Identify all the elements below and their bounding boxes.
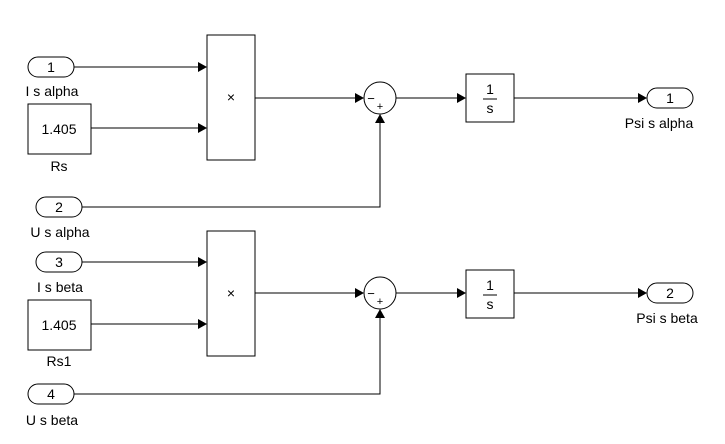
arrowhead bbox=[198, 62, 207, 72]
sum-2-minus: − bbox=[367, 286, 375, 301]
product-2-block[interactable]: × bbox=[206, 230, 256, 357]
integrator-2-denominator: s bbox=[487, 296, 494, 312]
outport-1-label: Psi s alpha bbox=[625, 115, 694, 131]
outport-1-block[interactable]: 1 bbox=[646, 87, 694, 109]
outport-2-label: Psi s beta bbox=[636, 310, 698, 326]
integrator-1-block[interactable]: 1 s bbox=[465, 73, 515, 123]
product-2-symbol: × bbox=[227, 285, 235, 301]
constant-rs1-block[interactable]: 1.405 bbox=[27, 299, 92, 351]
arrowhead bbox=[375, 309, 385, 318]
product-1-block[interactable]: × bbox=[206, 34, 256, 161]
arrowhead bbox=[198, 319, 207, 329]
sum-1-plus: + bbox=[377, 101, 383, 113]
sum-2-block[interactable]: − + bbox=[363, 276, 397, 310]
inport-1-number: 1 bbox=[47, 59, 55, 75]
outport-2-block[interactable]: 2 bbox=[646, 282, 694, 304]
arrowhead bbox=[457, 93, 466, 103]
inport-1-label: I s alpha bbox=[26, 83, 79, 99]
inport-4-block[interactable]: 4 bbox=[27, 383, 75, 405]
constant-rs-label: Rs bbox=[50, 158, 67, 174]
constant-rs1-label: Rs1 bbox=[47, 353, 72, 369]
arrowhead bbox=[198, 123, 207, 133]
inport-4-number: 4 bbox=[47, 386, 55, 402]
integrator-2-numerator: 1 bbox=[486, 277, 494, 293]
sum-1-minus: − bbox=[367, 91, 375, 106]
constant-rs-block[interactable]: 1.405 bbox=[27, 103, 92, 155]
inport-2-block[interactable]: 2 bbox=[35, 196, 83, 218]
inport-2-label: U s alpha bbox=[30, 224, 89, 240]
product-1-symbol: × bbox=[227, 89, 235, 105]
arrowhead bbox=[355, 93, 364, 103]
inport-3-number: 3 bbox=[55, 254, 63, 270]
inport-3-label: I s beta bbox=[37, 279, 83, 295]
integrator-1-numerator: 1 bbox=[486, 81, 494, 97]
arrowhead bbox=[457, 288, 466, 298]
outport-2-number: 2 bbox=[666, 285, 674, 301]
arrowhead bbox=[375, 114, 385, 123]
inport-3-block[interactable]: 3 bbox=[35, 251, 83, 273]
arrowhead bbox=[638, 93, 647, 103]
inport-4-label: U s beta bbox=[26, 412, 78, 428]
integrator-1-denominator: s bbox=[487, 100, 494, 116]
sum-1-block[interactable]: − + bbox=[363, 81, 397, 115]
arrowhead bbox=[355, 288, 364, 298]
wire-inport4-to-sum2 bbox=[74, 318, 381, 395]
constant-rs-value: 1.405 bbox=[41, 121, 76, 137]
inport-1-block[interactable]: 1 bbox=[27, 56, 75, 78]
arrowhead bbox=[638, 288, 647, 298]
inport-2-number: 2 bbox=[55, 199, 63, 215]
constant-rs1-value: 1.405 bbox=[41, 317, 76, 333]
arrowhead bbox=[198, 257, 207, 267]
integrator-2-block[interactable]: 1 s bbox=[465, 269, 515, 319]
wire-inport2-to-sum1 bbox=[82, 123, 381, 208]
sum-2-plus: + bbox=[377, 296, 383, 308]
outport-1-number: 1 bbox=[666, 90, 674, 106]
